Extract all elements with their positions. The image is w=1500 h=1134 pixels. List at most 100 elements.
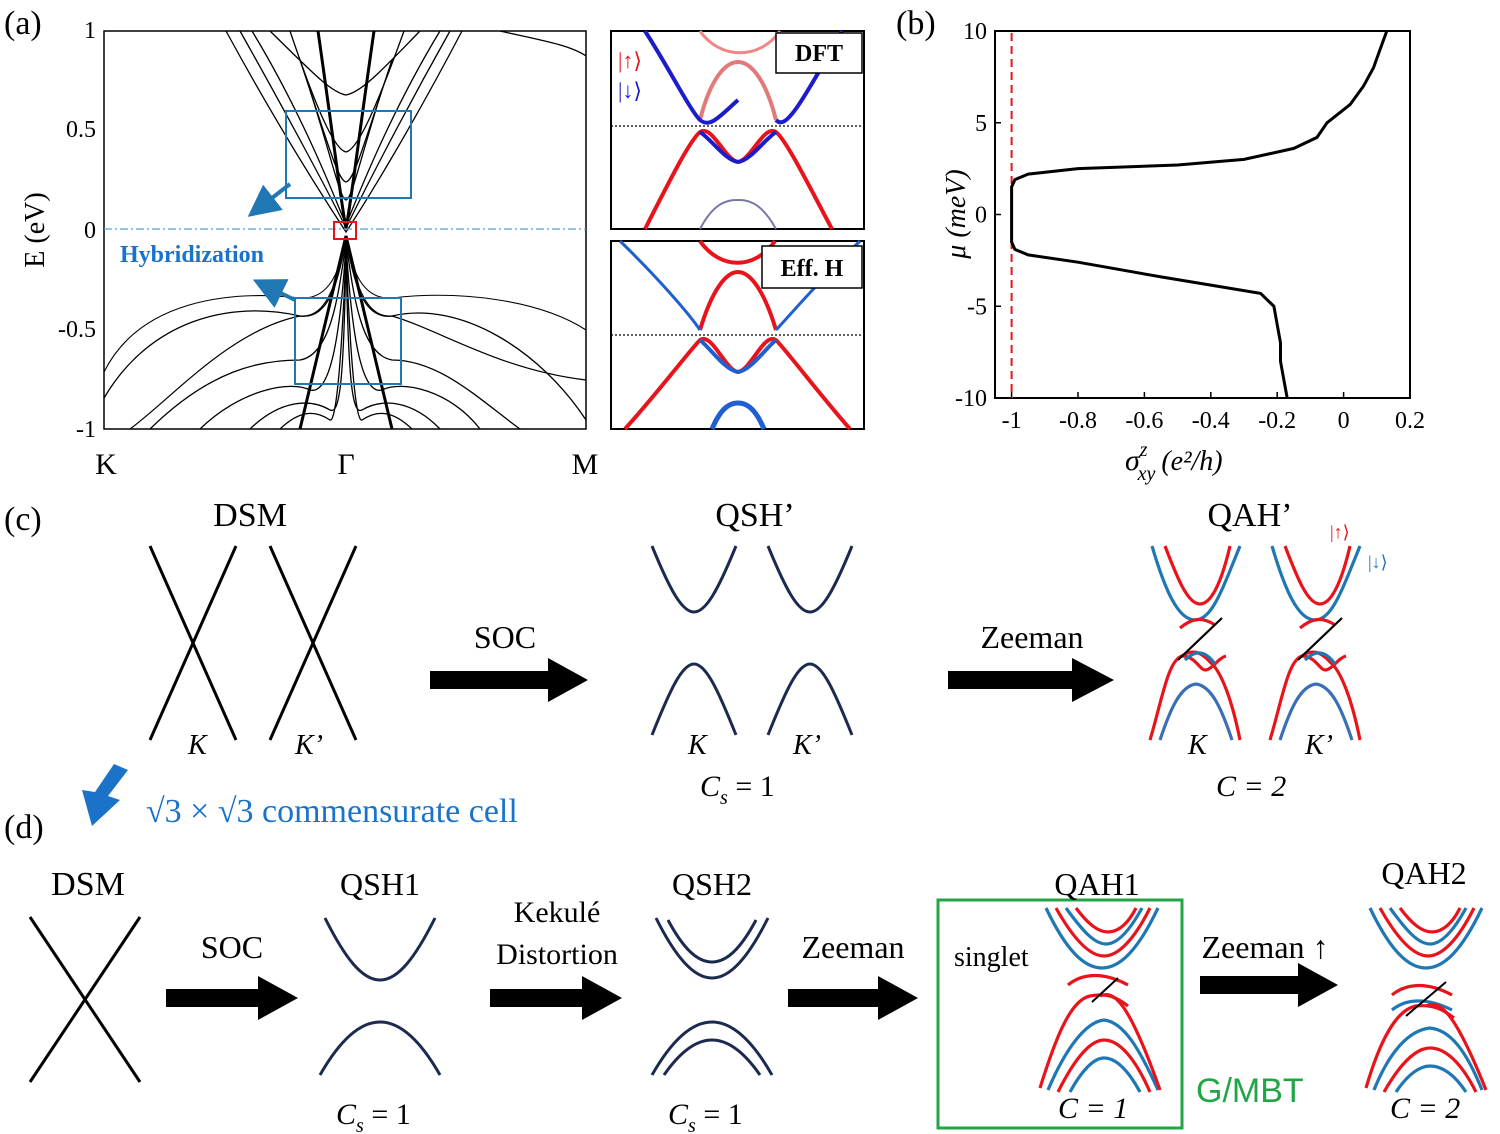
dirac-cone-lower — [298, 235, 394, 430]
d-dsm-title: DSM — [51, 866, 125, 903]
commensurate-arrow — [82, 764, 128, 826]
sigma-ytick: 0 — [975, 203, 987, 229]
d-gmbt-label: G/MBT — [1196, 1072, 1304, 1110]
sigma-xtick: -0.4 — [1192, 408, 1230, 434]
xtick-Gamma: Γ — [337, 448, 354, 481]
d-zeeman-label: Zeeman — [801, 929, 904, 965]
c-qah-bands — [1148, 545, 1362, 741]
c-dsm-cones — [148, 545, 358, 741]
d-zeeman-up-label: Zeeman ↑ — [1201, 929, 1328, 965]
d-soc-arrow — [166, 976, 298, 1020]
panel-b: (b) 10 5 0 -5 -10 -1 -0.8 -0.6 -0.4 -0.2 0 0.2 μ (… — [896, 5, 1425, 485]
d-qsh1-title: QSH1 — [340, 866, 420, 902]
d-kekule-label-2: Distortion — [496, 938, 618, 971]
c-soc-label: SOC — [474, 619, 536, 655]
dft-label: DFT — [795, 41, 843, 67]
band-lines — [103, 30, 587, 430]
hybridization-box-upper — [285, 110, 412, 199]
d-kekule-arrow — [490, 976, 622, 1020]
c-qsh-title: QSH’ — [715, 497, 794, 534]
hybridization-label: Hybridization — [120, 242, 264, 268]
ytick-0: 0 — [84, 218, 96, 244]
c-zeeman-label: Zeeman — [980, 619, 1083, 655]
c-qah-spin-down: |↓⟩ — [1368, 552, 1388, 572]
c-qah-chern: C = 2 — [1216, 770, 1286, 803]
dft-spin-up: |↑⟩ — [618, 48, 642, 73]
d-soc-label: SOC — [201, 929, 263, 965]
d-qah1-bands — [1038, 907, 1162, 1093]
c-qah-spin-up: |↑⟩ — [1330, 522, 1350, 542]
d-qah2-title: QAH2 — [1381, 855, 1466, 891]
d-zeeman-arrow — [788, 976, 918, 1020]
c-soc-arrow — [430, 658, 588, 702]
sigma-xtick: -1 — [1002, 408, 1022, 434]
hybridization-arrow-lower — [252, 279, 296, 308]
d-qsh1-chern: Cs = 1 — [336, 1098, 411, 1134]
panel-c-label: (c) — [4, 501, 42, 538]
c-qsh-chern: Cs = 1 — [700, 770, 775, 809]
sigma-xtick: -0.2 — [1258, 408, 1296, 434]
qah1-highlight-box — [936, 898, 1184, 1130]
sigma-x-ticks: -1 -0.8 -0.6 -0.4 -0.2 0 0.2 — [1002, 392, 1425, 434]
commensurate-label: √3 × √3 commensurate cell — [146, 793, 518, 830]
sigma-plot-frame — [994, 30, 1411, 399]
dirac-cone-upper — [316, 30, 376, 229]
c-qsh-kp: K’ — [792, 730, 821, 761]
ytick-0.5: 0.5 — [66, 117, 96, 143]
dft-inset: DFT |↑⟩ |↓⟩ — [610, 29, 865, 230]
d-qsh2-bands — [650, 917, 774, 1076]
c-zeeman-arrow — [948, 658, 1114, 702]
sigma-y-ticks: 10 5 0 -5 -10 — [955, 19, 1001, 412]
sigma-xtick: -0.6 — [1125, 408, 1163, 434]
band-structure-frame — [103, 30, 587, 430]
c-qsh-bands — [650, 545, 854, 736]
xtick-M: M — [572, 448, 599, 481]
d-dsm-cone — [28, 916, 142, 1083]
dft-spin-down: |↓⟩ — [618, 78, 642, 103]
c-qah-title: QAH’ — [1208, 497, 1293, 534]
d-qah2-chern: C = 2 — [1390, 1092, 1460, 1125]
band-y-ticks: 1 0.5 0 -0.5 -1 — [58, 18, 96, 443]
panel-c: (c) DSM K K’ SOC QSH’ K K’ Cs = 1 Zeeman… — [4, 497, 1388, 809]
d-qah2-bands — [1364, 907, 1488, 1093]
sigma-y-label: μ (meV) — [941, 169, 972, 259]
d-kekule-label-1: Kekulé — [514, 896, 601, 929]
c-dsm-kp: K’ — [294, 730, 323, 761]
sigma-ytick: -10 — [955, 386, 987, 412]
c-qah-kp: K’ — [1304, 730, 1333, 761]
c-qsh-k: K — [687, 730, 708, 761]
panel-a-label: (a) — [4, 5, 42, 42]
panel-d: (d) DSM SOC QSH1 Cs = 1 Kekulé Distortio… — [4, 809, 1488, 1134]
ytick-neg0.5: -0.5 — [58, 317, 96, 343]
panel-b-label: (b) — [896, 5, 936, 42]
effh-inset: Eff. H — [610, 239, 865, 431]
sigma-ytick: 5 — [975, 111, 987, 137]
d-qsh2-chern: Cs = 1 — [668, 1098, 743, 1134]
d-qah1-chern: C = 1 — [1058, 1092, 1128, 1125]
xtick-K: K — [95, 448, 117, 481]
gap-highlight-box — [333, 221, 357, 240]
band-y-label: E (eV) — [20, 192, 51, 267]
sigma-ytick: -5 — [967, 294, 987, 320]
sigma-xtick: 0 — [1338, 408, 1350, 434]
d-qah1-title: QAH1 — [1054, 866, 1139, 902]
band-x-ticks: K Γ M — [95, 448, 598, 481]
sigma-xtick: -0.8 — [1059, 408, 1097, 434]
c-qah-k: K — [1187, 730, 1208, 761]
c-dsm-k: K — [187, 730, 208, 761]
d-qsh2-title: QSH2 — [672, 866, 752, 902]
ytick-1: 1 — [84, 18, 96, 44]
ytick-neg1: -1 — [76, 417, 96, 443]
hybridization-box-lower — [294, 297, 402, 385]
d-qsh1-bands — [318, 917, 442, 1076]
d-zeeman-up-arrow — [1200, 963, 1338, 1007]
panel-a: (a) 1 0.5 0 -0.5 -1 E (eV) K Γ M — [4, 5, 865, 481]
sigma-xtick: 0.2 — [1395, 408, 1425, 434]
panel-d-label: (d) — [4, 809, 44, 846]
d-singlet-label: singlet — [954, 942, 1029, 973]
sigma-ytick: 10 — [963, 19, 987, 45]
c-dsm-title: DSM — [213, 497, 287, 534]
hybridization-arrow-upper — [247, 182, 292, 217]
